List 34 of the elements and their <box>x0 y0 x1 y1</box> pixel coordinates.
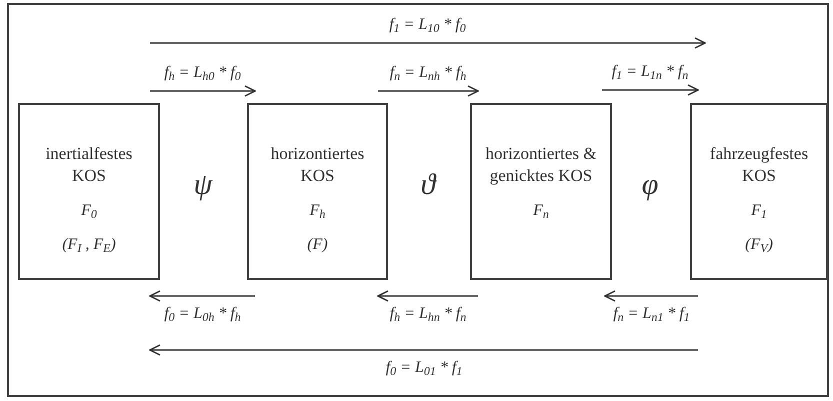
edge-label: f$_{0}$ = L$_{0h}$ * f$_{h}$ <box>164 304 241 325</box>
frame-symbol: (F$_{V}$) <box>745 235 773 255</box>
frame-name: fahrzeugfestes KOS <box>708 143 810 187</box>
frame-symbol: (F$_{I}$ , F$_{E}$) <box>62 235 116 255</box>
edge-label: f$_{1}$ = L$_{1n}$ * f$_{n}$ <box>612 62 688 83</box>
arrow <box>149 344 698 356</box>
edge-label: f$_{0}$ = L$_{01}$ * f$_{1}$ <box>386 358 462 379</box>
frame-symbol: F$_{0}$ <box>81 201 97 221</box>
angle-symbol: ϑ <box>420 167 436 203</box>
arrow <box>150 37 706 49</box>
arrow <box>150 85 256 97</box>
frame-name: horizontiertes KOS <box>270 143 366 187</box>
edge-label: f$_{n}$ = L$_{nh}$ * f$_{h}$ <box>390 63 466 84</box>
frame-symbol: (F) <box>307 235 328 255</box>
frame-box <box>690 103 828 280</box>
edge-label: f$_{1}$ = L$_{10}$ * f$_{0}$ <box>389 15 466 36</box>
arrow <box>377 290 478 302</box>
arrow <box>604 290 698 302</box>
arrow <box>378 85 479 97</box>
angle-symbol: ψ <box>194 167 212 203</box>
arrow <box>149 290 255 302</box>
frame-name: horizontiertes & genicktes KOS <box>484 143 598 187</box>
edge-label: f$_{h}$ = L$_{hn}$ * f$_{n}$ <box>390 304 466 325</box>
frame-symbol: F$_{n}$ <box>533 201 549 221</box>
edge-label: f$_{n}$ = L$_{n1}$ * f$_{1}$ <box>613 304 690 325</box>
frame-box <box>247 103 388 280</box>
arrow <box>602 84 699 96</box>
edge-label: f$_{h}$ = L$_{h0}$ * f$_{0}$ <box>164 63 241 84</box>
frame-symbol: F$_{1}$ <box>751 201 767 221</box>
angle-symbol: φ <box>642 167 658 203</box>
frame-symbol: F$_{h}$ <box>310 201 326 221</box>
frame-name: inertialfestes KOS <box>44 143 134 187</box>
frame-box <box>18 103 160 280</box>
frame-box <box>470 103 612 280</box>
